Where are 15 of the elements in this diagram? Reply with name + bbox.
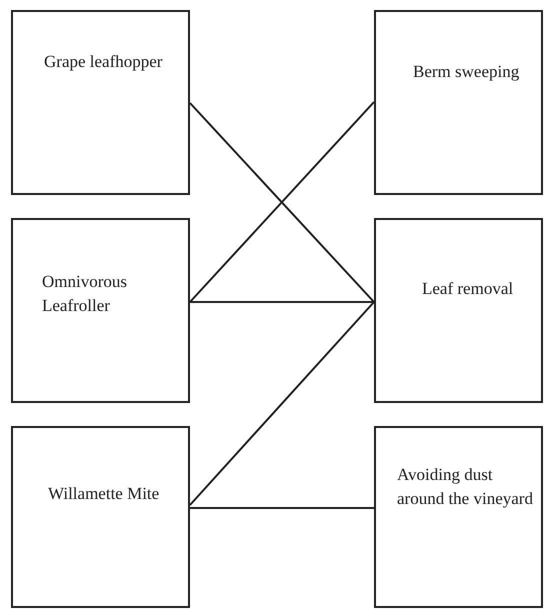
- box-label: Avoiding dust around the vineyard: [397, 464, 534, 510]
- connector-line: [190, 301, 374, 303]
- text-box: [374, 218, 543, 403]
- box-label: Leaf removal: [422, 278, 514, 300]
- box-label: Willamette Mite: [48, 483, 160, 505]
- text-box: [11, 218, 190, 403]
- box-label: Omnivorous Leafroller: [42, 271, 128, 317]
- text-box: [374, 10, 543, 195]
- connector-line: [189, 301, 375, 506]
- text-box: [11, 426, 190, 608]
- text-box: [374, 426, 543, 608]
- text-box: [11, 10, 190, 195]
- box-label: Berm sweeping: [413, 61, 520, 83]
- box-label: Grape leafhopper: [44, 51, 164, 73]
- connector-line: [190, 507, 374, 509]
